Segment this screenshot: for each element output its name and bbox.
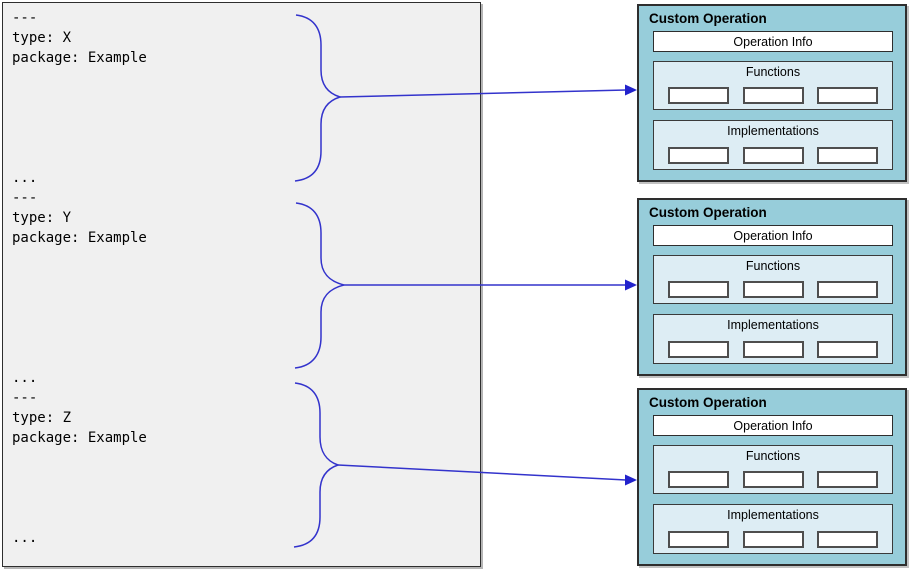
arrowhead-y-icon: [625, 279, 637, 291]
arrowhead-z-icon: [625, 474, 637, 486]
operation-info-bar: Operation Info: [653, 415, 893, 436]
functions-section: Functions: [653, 255, 893, 304]
slot-box: [742, 281, 804, 298]
slot-box: [742, 341, 804, 358]
slot-box: [817, 87, 878, 104]
implementations-label: Implementations: [727, 318, 819, 332]
slot-box: [817, 281, 878, 298]
op-box-title: Custom Operation: [649, 11, 767, 26]
slot-box: [817, 341, 878, 358]
implementations-slot-row: [654, 531, 892, 548]
op-box-title: Custom Operation: [649, 395, 767, 410]
yaml-source-panel: --- type: X package: Example ... --- typ…: [2, 2, 481, 567]
operation-info-bar: Operation Info: [653, 31, 893, 52]
functions-section: Functions: [653, 61, 893, 110]
slot-box: [668, 471, 729, 488]
slot-box: [742, 531, 804, 548]
slot-box: [742, 147, 804, 164]
operation-info-bar: Operation Info: [653, 225, 893, 246]
implementations-section: Implementations: [653, 504, 893, 554]
implementations-slot-row: [654, 147, 892, 164]
custom-operation-box-1: Custom Operation Operation Info Function…: [637, 4, 907, 182]
implementations-section: Implementations: [653, 120, 893, 170]
slot-box: [668, 147, 729, 164]
implementations-section: Implementations: [653, 314, 893, 364]
op-box-title: Custom Operation: [649, 205, 767, 220]
implementations-label: Implementations: [727, 124, 819, 138]
operation-info-label: Operation Info: [733, 418, 813, 433]
functions-label: Functions: [745, 449, 801, 463]
slot-box: [668, 281, 729, 298]
operation-info-label: Operation Info: [733, 228, 813, 243]
slot-box: [817, 471, 878, 488]
functions-slot-row: [654, 471, 892, 488]
implementations-label: Implementations: [727, 508, 819, 522]
slot-box: [817, 147, 878, 164]
slot-box: [742, 87, 804, 104]
slot-box: [668, 531, 729, 548]
slot-box: [742, 471, 804, 488]
functions-slot-row: [654, 281, 892, 298]
functions-label: Functions: [745, 65, 801, 79]
functions-slot-row: [654, 87, 892, 104]
slot-box: [668, 87, 729, 104]
custom-operation-box-3: Custom Operation Operation Info Function…: [637, 388, 907, 566]
implementations-slot-row: [654, 341, 892, 358]
functions-label: Functions: [745, 259, 801, 273]
slot-box: [668, 341, 729, 358]
slot-box: [817, 531, 878, 548]
arrowhead-x-icon: [625, 84, 637, 96]
operation-info-label: Operation Info: [733, 34, 813, 49]
custom-operation-box-2: Custom Operation Operation Info Function…: [637, 198, 907, 376]
yaml-source-text: --- type: X package: Example ... --- typ…: [12, 10, 147, 546]
functions-section: Functions: [653, 445, 893, 494]
